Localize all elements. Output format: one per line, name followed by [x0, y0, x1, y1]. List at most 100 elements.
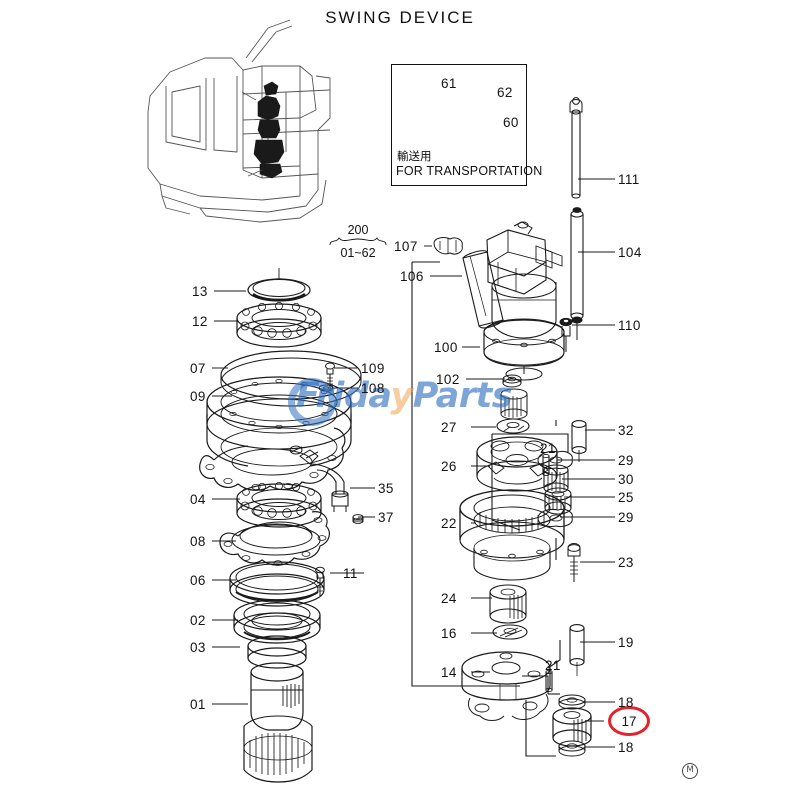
part-06-seal: [229, 561, 325, 607]
callout-label-12: 12: [192, 314, 208, 329]
callout-label-16: 16: [441, 626, 457, 641]
corner-mark: M: [682, 763, 698, 779]
part-04-bearing: [236, 481, 322, 528]
page-title: SWING DEVICE: [325, 8, 475, 27]
callout-label-107: 107: [394, 239, 418, 254]
callout-label-01: 01: [190, 697, 206, 712]
excavator-illustration: [147, 19, 331, 223]
callout-label-13: 13: [192, 284, 208, 299]
callout-label-32: 32: [618, 423, 634, 438]
part-21-pin-lower: [545, 669, 553, 693]
part-21-pin-upper: [542, 453, 550, 477]
part-100-motor: [483, 221, 565, 381]
part-29-washer-lower: [537, 509, 573, 527]
part-23-bolt: [567, 543, 581, 582]
callout-label-02: 02: [190, 613, 206, 628]
part-107-cap: [433, 237, 463, 255]
left-exploded-stack: [199, 268, 362, 783]
group-note-brace: [329, 237, 387, 246]
part-08-flange: [219, 511, 330, 566]
callout-label-24: 24: [441, 591, 457, 606]
highlight-circle-17: 17: [608, 706, 650, 736]
callout-label-22: 22: [441, 516, 457, 531]
callout-label-03: 03: [190, 640, 206, 655]
callout-label-27: 27: [441, 420, 457, 435]
part-19-pin: [569, 624, 585, 676]
transportation-inset-box: [391, 64, 527, 186]
part-17-gear: [552, 707, 592, 747]
part-22-ringgear: [459, 489, 565, 581]
part-26-carrier: [476, 436, 558, 492]
part-18-washer-upper: [558, 694, 586, 710]
part-35-fitting: [289, 445, 349, 512]
assembly-reference-lines: [411, 261, 569, 757]
part-24-gear: [489, 584, 527, 624]
callout-label-61: 61: [441, 76, 457, 91]
part-spline-coupling: [500, 388, 528, 420]
small-fasteners: [289, 362, 364, 596]
highlight-number: 17: [621, 714, 637, 729]
part-01-shaft: [243, 662, 313, 783]
group-note-number: 200: [347, 223, 369, 237]
callout-label-04: 04: [190, 492, 206, 507]
swing-motor-assembly: [433, 97, 584, 420]
callout-label-110: 110: [618, 318, 641, 333]
part-12-bearing: [236, 301, 322, 348]
callout-label-26: 26: [441, 459, 457, 474]
callout-label-09: 09: [190, 389, 206, 404]
callout-label-07: 07: [190, 361, 206, 376]
part-102-washer: [502, 374, 522, 388]
callout-label-21a: 21: [540, 441, 556, 456]
callout-label-18a: 18: [618, 695, 634, 710]
callout-label-60: 60: [503, 115, 519, 130]
inset-label-english: FOR TRANSPORTATION: [396, 164, 543, 178]
callout-label-109: 109: [361, 361, 385, 376]
inset-label-japanese: 輸送用: [397, 149, 432, 163]
part-16-plate: [492, 624, 528, 640]
callout-label-100: 100: [434, 340, 458, 355]
callout-label-25: 25: [618, 490, 634, 505]
part-32-pin: [571, 420, 587, 462]
part-13-snapring: [247, 268, 311, 302]
part-11-bolt: [315, 566, 325, 596]
excavator-leader: [241, 91, 263, 177]
callout-label-19: 19: [618, 635, 634, 650]
callout-label-108: 108: [361, 381, 385, 396]
callout-label-21b: 21: [545, 658, 561, 673]
callout-label-06: 06: [190, 573, 206, 588]
part-02-bearing: [233, 599, 321, 644]
callout-label-35: 35: [378, 481, 394, 496]
part-110-bolt: [559, 317, 573, 352]
swing-device-highlight: [253, 81, 285, 179]
part-27-washer: [496, 418, 530, 434]
callout-label-37: 37: [378, 510, 394, 525]
callout-label-08: 08: [190, 534, 206, 549]
callout-label-104: 104: [618, 245, 642, 260]
part-07-cover: [220, 350, 362, 407]
callout-label-30: 30: [618, 472, 634, 487]
callout-label-102: 102: [436, 372, 460, 387]
callout-label-29b: 29: [618, 510, 634, 525]
callout-label-14: 14: [441, 665, 457, 680]
callout-label-62: 62: [497, 85, 513, 100]
callout-label-23: 23: [618, 555, 634, 570]
part-18-washer-lower: [558, 740, 586, 757]
group-note-range: 01~62: [340, 246, 376, 260]
callout-label-29a: 29: [618, 453, 634, 468]
callout-label-106: 106: [400, 269, 424, 284]
corner-mark-letter: M: [686, 765, 694, 775]
part-25-bearing: [544, 487, 572, 515]
part-104-rod: [570, 207, 584, 340]
callout-label-11: 11: [343, 566, 358, 581]
part-37-washer: [352, 514, 364, 524]
part-111-rod: [569, 97, 583, 199]
part-14-carrier-housing: [461, 651, 551, 721]
callout-label-111: 111: [618, 172, 640, 187]
part-03-collar: [247, 635, 307, 669]
callout-label-18b: 18: [618, 740, 634, 755]
group-note: 200 01~62: [329, 224, 387, 260]
part-106-cylinder: [462, 250, 504, 329]
part-30-bushing: [543, 464, 569, 494]
